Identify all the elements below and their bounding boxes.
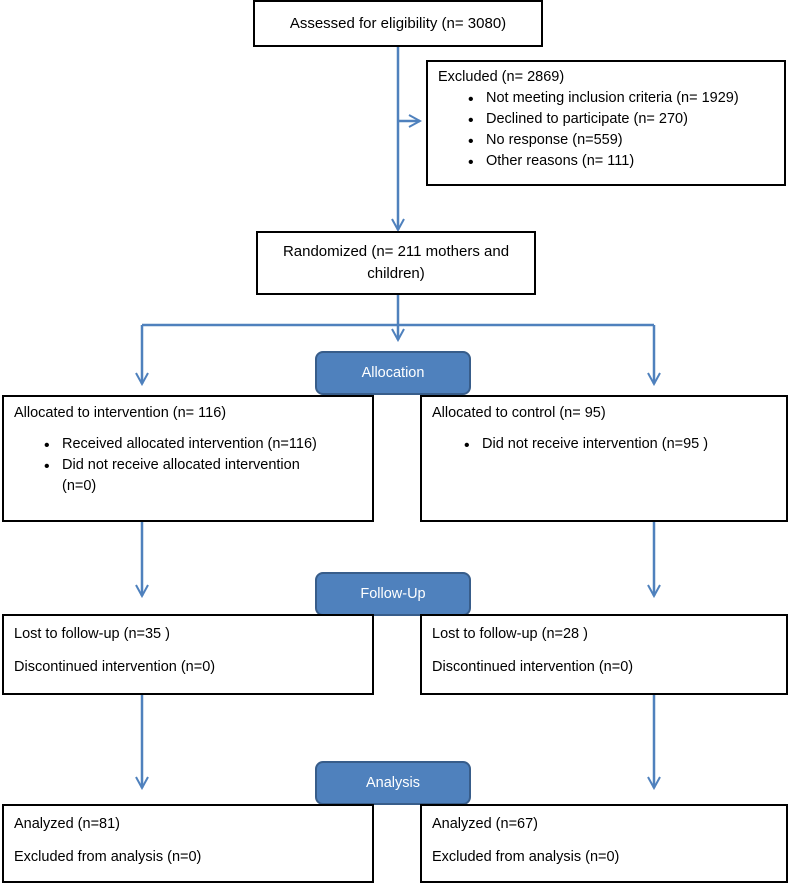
stage-analysis: Analysis xyxy=(315,761,471,805)
assessed-box: Assessed for eligibility (n= 3080) xyxy=(253,0,543,47)
stage-followup: Follow-Up xyxy=(315,572,471,616)
excluded-item: Other reasons (n= 111) xyxy=(446,151,774,174)
control-analyzed-text: Analyzed (n=67) xyxy=(432,816,538,832)
stage-allocation-label: Allocation xyxy=(361,365,425,381)
control-allocation-list: Did not receive intervention (n=95 ) xyxy=(442,434,776,457)
control-allocation-box: Allocated to control (n= 95) Did not rec… xyxy=(420,395,788,522)
excluded-item: Declined to participate (n= 270) xyxy=(446,109,774,132)
randomized-line-2: children) xyxy=(367,265,425,282)
stage-followup-label: Follow-Up xyxy=(360,586,426,602)
excluded-title: Excluded (n= 2869) xyxy=(438,69,565,85)
stage-allocation: Allocation xyxy=(315,351,471,395)
excluded-item: No response (n=559) xyxy=(446,130,774,153)
intervention-allocation-list: Received allocated intervention (n=116) … xyxy=(22,434,362,497)
excluded-item: Not meeting inclusion criteria (n= 1929) xyxy=(446,88,774,111)
intervention-excluded-analysis-text: Excluded from analysis (n=0) xyxy=(14,849,202,866)
assessed-text: Assessed for eligibility (n= 3080) xyxy=(289,14,507,32)
control-analysis-box: Analyzed (n=67) Excluded from analysis (… xyxy=(420,804,788,883)
intervention-allocation-item: Received allocated intervention (n=116) xyxy=(22,434,362,457)
control-lost-text: Lost to follow-up (n=28 ) xyxy=(432,626,588,642)
intervention-allocation-box: Allocated to intervention (n= 116) Recei… xyxy=(2,395,374,522)
stage-analysis-label: Analysis xyxy=(366,775,420,791)
control-excluded-analysis-text: Excluded from analysis (n=0) xyxy=(432,849,620,866)
intervention-lost-text: Lost to follow-up (n=35 ) xyxy=(14,626,170,642)
intervention-followup-box: Lost to follow-up (n=35 ) Discontinued i… xyxy=(2,614,374,695)
control-allocation-item: Did not receive intervention (n=95 ) xyxy=(442,434,776,457)
intervention-analyzed-text: Analyzed (n=81) xyxy=(14,816,120,832)
excluded-list: Not meeting inclusion criteria (n= 1929)… xyxy=(446,88,774,174)
intervention-allocated-text: Allocated to intervention (n= 116) xyxy=(14,405,227,421)
intervention-analysis-box: Analyzed (n=81) Excluded from analysis (… xyxy=(2,804,374,883)
randomized-line-1: Randomized (n= 211 mothers and xyxy=(282,243,510,261)
excluded-box: Excluded (n= 2869) Not meeting inclusion… xyxy=(426,60,786,186)
control-allocated-text: Allocated to control (n= 95) xyxy=(432,405,606,421)
intervention-discontinued-text: Discontinued intervention (n=0) xyxy=(14,659,216,676)
randomized-box: Randomized (n= 211 mothers and children) xyxy=(256,231,536,295)
intervention-allocation-item: Did not receive allocated intervention (… xyxy=(22,455,327,497)
control-followup-box: Lost to follow-up (n=28 ) Discontinued i… xyxy=(420,614,788,695)
control-discontinued-text: Discontinued intervention (n=0) xyxy=(432,659,634,676)
